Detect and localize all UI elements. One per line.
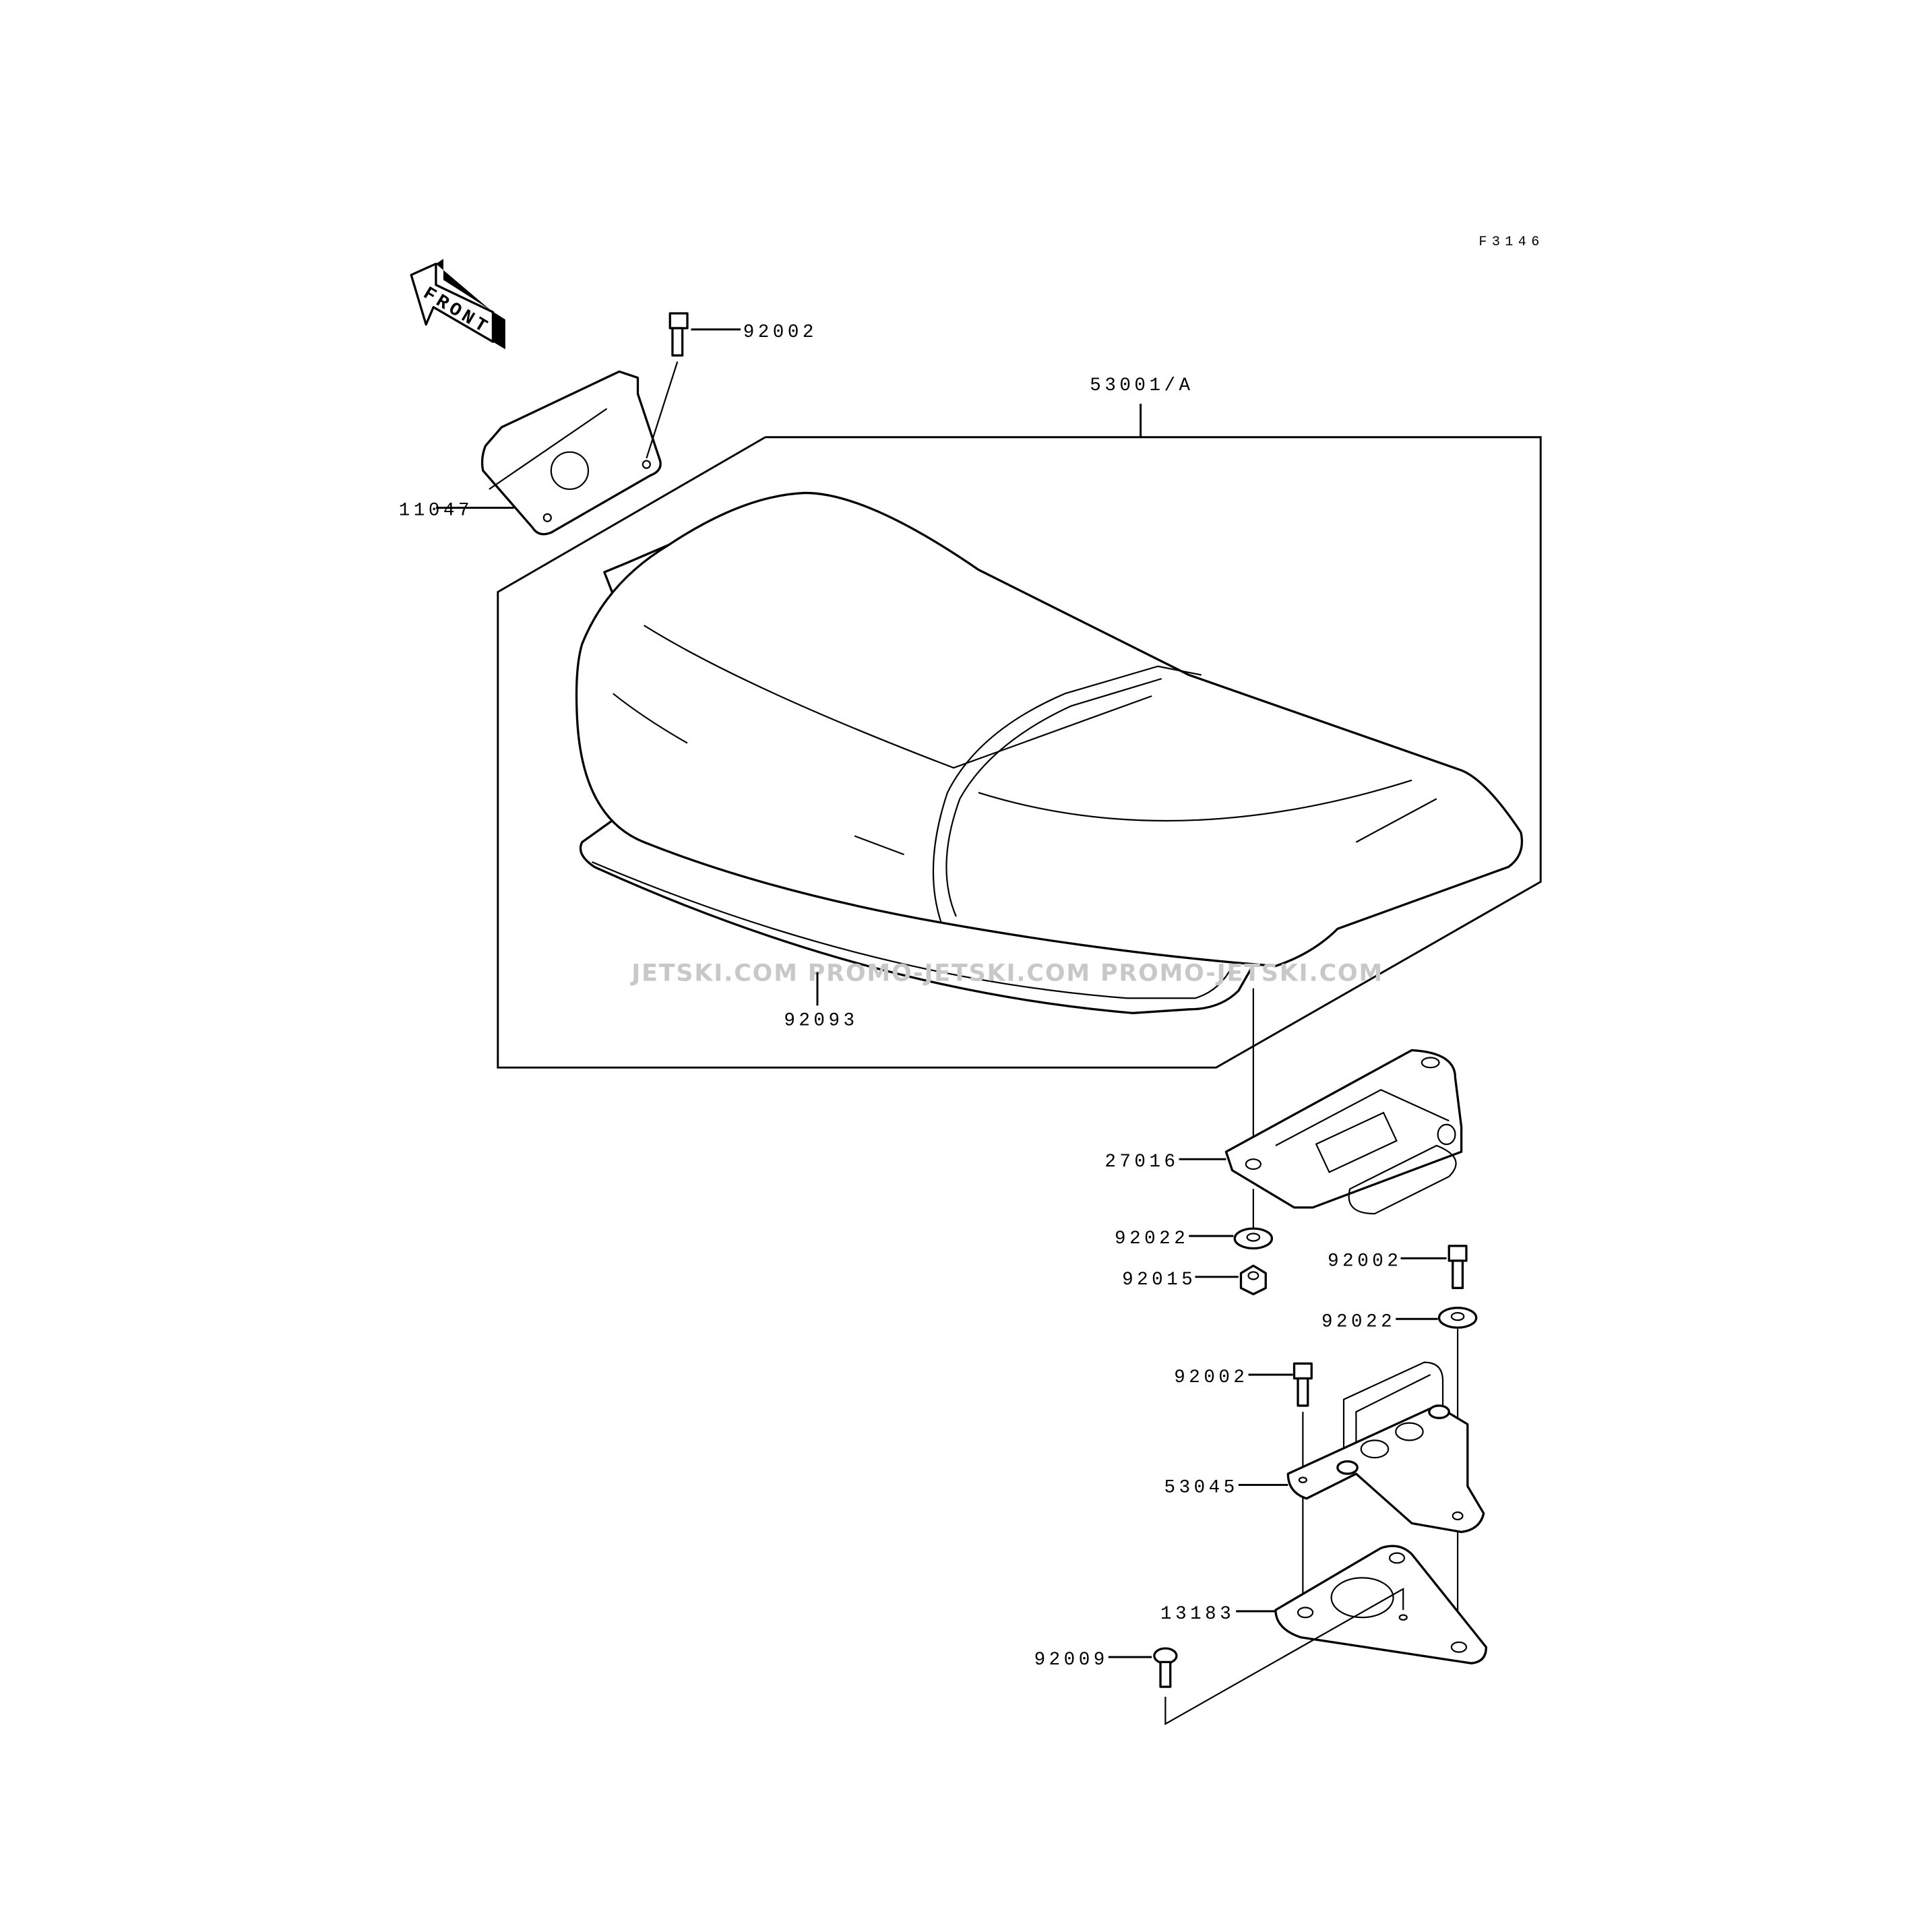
callout-92022-left: 92022 [1115,1228,1189,1249]
bracket-11047-part [480,370,662,536]
callout-92093: 92093 [784,1011,858,1032]
screw-icon [1153,1647,1178,1688]
bolt-icon [668,312,689,357]
callout-11047: 11047 [399,501,473,522]
watermark: JETSKI.COM PROMO-JETSKI.COM PROMO-JETSKI… [630,960,1383,987]
assembly-outline [497,436,1542,1069]
bracket-53045-part [1286,1361,1485,1534]
washer-icon [1437,1307,1478,1329]
holder-27016-part [1224,1049,1463,1215]
callout-92022-right: 92022 [1321,1311,1396,1332]
callout-13183: 13183 [1160,1604,1235,1625]
callout-92009: 92009 [1034,1650,1109,1671]
callout-92002-mid: 92002 [1174,1367,1248,1388]
seat-part [575,491,1524,1014]
callout-92015: 92015 [1122,1270,1196,1290]
callout-53001: 53001/A [1090,375,1193,396]
reference-code: F3146 [1478,235,1544,250]
callout-92002-top: 92002 [743,322,817,343]
bolt-icon [1292,1362,1313,1407]
callout-92002-right: 92002 [1328,1251,1402,1272]
bolt-icon [1447,1245,1468,1289]
plate-13183-part [1274,1545,1488,1664]
callout-27016: 27016 [1104,1152,1179,1173]
front-arrow-icon: FRONT [410,259,505,350]
callout-53045: 53045 [1164,1478,1239,1499]
washer-icon [1233,1227,1274,1250]
